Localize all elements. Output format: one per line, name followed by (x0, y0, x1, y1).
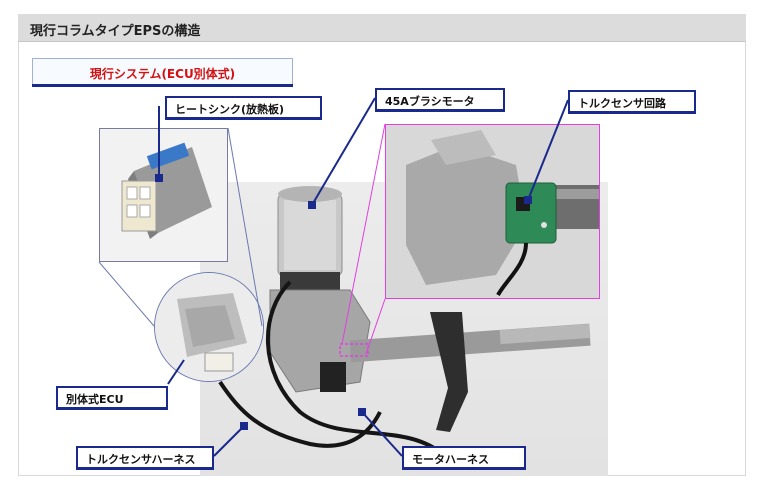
section-title: 現行コラムタイプEPSの構造 (30, 24, 201, 39)
label-brush-motor: 45Aブラシモータ (375, 88, 505, 112)
ecu-illustration (155, 273, 263, 381)
system-subtitle: 現行システム(ECU別体式) (89, 67, 236, 81)
separate-ecu-photo (154, 272, 264, 382)
label-motor-harness: モータハーネス (402, 446, 526, 470)
label-torque-sensor-harness: トルクセンサハーネス (76, 446, 214, 470)
label-torque-sensor-circuit: トルクセンサ回路 (568, 90, 696, 114)
label-heatsink: ヒートシンク(放熱板) (165, 96, 322, 120)
heatsink-inset-photo (99, 128, 228, 262)
label-separate-ecu: 別体式ECU (56, 386, 168, 410)
eps-column-assembly-illustration (218, 186, 591, 454)
section-header: 現行コラムタイプEPSの構造 (18, 14, 746, 42)
system-subtitle-box: 現行システム(ECU別体式) (32, 58, 293, 87)
heatsink-illustration (100, 129, 227, 261)
